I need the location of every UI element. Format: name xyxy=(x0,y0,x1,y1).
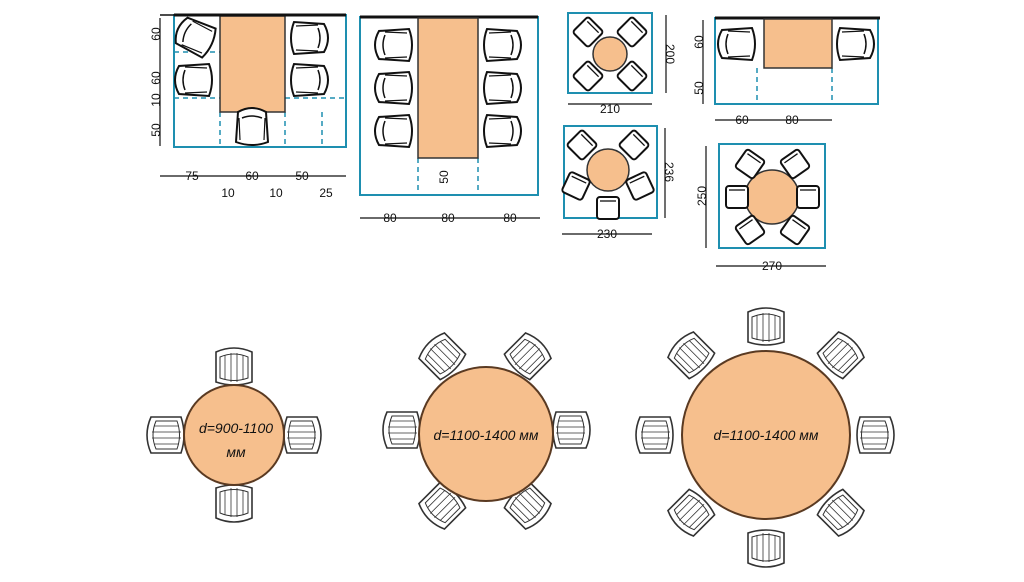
plan-c-zone xyxy=(567,12,653,94)
plan-d-table xyxy=(586,148,630,192)
plan-a-hdim: 25 xyxy=(319,186,333,200)
plan-f: 250 270 xyxy=(695,143,826,273)
plan-a-hdim: 60 xyxy=(245,169,259,183)
plan-c: 200 210 xyxy=(567,12,677,116)
plan-b-chair xyxy=(374,28,413,62)
plan-d-chair xyxy=(596,196,620,220)
round-large-chair xyxy=(635,416,674,454)
plan-f-zone xyxy=(718,143,826,249)
plan-a-table xyxy=(219,15,286,113)
plan-c-vdim: 200 xyxy=(663,44,677,64)
plan-d-vdim: 236 xyxy=(662,162,676,182)
plan-b-chair xyxy=(483,28,522,62)
plan-b-chair xyxy=(374,71,413,105)
plan-e-vdim: 50 xyxy=(692,81,706,95)
plan-a-vdim: 60 xyxy=(149,71,163,85)
round-medium-chair xyxy=(382,411,421,449)
round-large-chair xyxy=(747,307,785,346)
round-medium-tabletop xyxy=(418,366,554,502)
round-large-chair xyxy=(856,416,895,454)
round-medium-chair xyxy=(552,411,591,449)
round-small-chair xyxy=(215,347,253,386)
round-small-unit: мм xyxy=(226,444,246,460)
round-medium-label: d=1100-1400 мм xyxy=(434,427,539,443)
round-table-medium: d=1100-1400 мм xyxy=(382,329,591,533)
plan-b-inner-dim: 50 xyxy=(437,170,451,184)
plan-a-vdim: 60 xyxy=(149,27,163,41)
plan-e-chair xyxy=(836,27,875,61)
plan-f-vdim: 250 xyxy=(695,186,709,206)
round-large-tabletop xyxy=(681,350,851,520)
plan-a-chair xyxy=(174,63,213,97)
plan-b: 50 80 80 80 xyxy=(359,15,540,225)
plan-a-hdim: 75 xyxy=(185,169,199,183)
plan-a: 60 60 10 50 75 60 50 10 10 25 xyxy=(149,13,347,200)
plan-b-hdim: 80 xyxy=(503,211,517,225)
plan-b-hdim: 80 xyxy=(441,211,455,225)
plan-d-chair xyxy=(624,170,656,202)
plan-a-vdim: 10 xyxy=(149,93,163,107)
round-large-label: d=1100-1400 мм xyxy=(714,427,819,443)
plan-a-hdim: 10 xyxy=(269,186,283,200)
round-table-large: d=1100-1400 мм xyxy=(635,307,895,568)
plan-c-table xyxy=(592,36,628,72)
plan-a-vdim: 50 xyxy=(149,123,163,137)
plan-a-hdim: 10 xyxy=(221,186,235,200)
plan-f-hdim: 270 xyxy=(762,259,782,273)
plan-b-chair xyxy=(483,71,522,105)
plan-a-chair xyxy=(290,63,329,97)
plan-a-chair xyxy=(290,21,329,55)
plan-d-hdim: 230 xyxy=(597,227,617,241)
plan-a-chair xyxy=(235,107,269,146)
plan-b-chair xyxy=(483,114,522,148)
plan-d: 236 230 xyxy=(560,125,676,241)
plan-f-chair xyxy=(796,185,820,209)
plan-e-hdim: 60 xyxy=(735,113,749,127)
round-small-chair xyxy=(215,484,253,523)
plan-e: 60 50 60 80 xyxy=(692,16,880,127)
plan-b-hdim: 80 xyxy=(383,211,397,225)
plan-b-chair xyxy=(374,114,413,148)
plan-b-table xyxy=(417,17,479,159)
plan-e-chair xyxy=(717,27,756,61)
plan-e-hdim: 80 xyxy=(785,113,799,127)
plan-d-chair xyxy=(560,170,592,202)
plan-e-table xyxy=(763,18,833,69)
plan-a-hdim: 50 xyxy=(295,169,309,183)
round-small-tabletop xyxy=(183,384,285,486)
round-small-label: d=900-1100 xyxy=(199,420,273,436)
plan-c-hdim: 210 xyxy=(600,102,620,116)
plan-e-vdim: 60 xyxy=(692,35,706,49)
round-table-small: d=900-1100 мм xyxy=(146,347,322,523)
round-large-chair xyxy=(747,529,785,568)
round-small-chair xyxy=(146,416,185,454)
round-small-chair xyxy=(283,416,322,454)
plan-f-chair xyxy=(725,185,749,209)
